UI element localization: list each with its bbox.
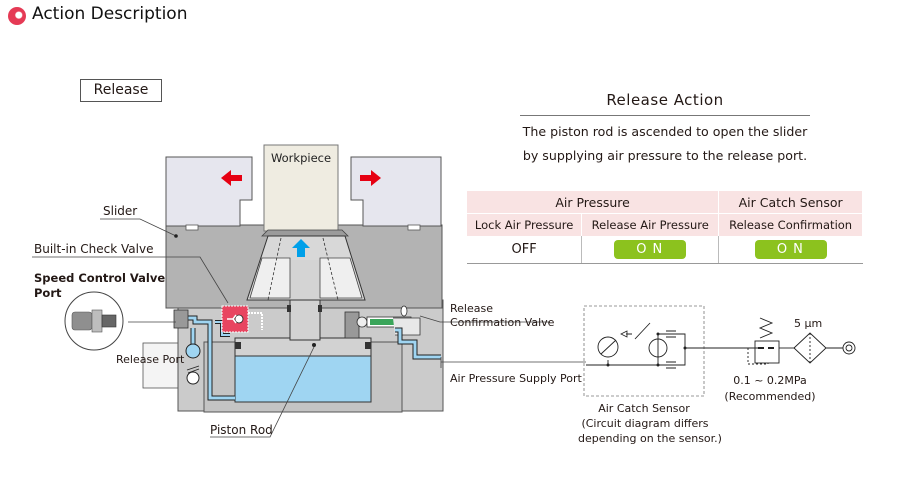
record-bullet-icon	[8, 7, 26, 25]
workpiece-label: Workpiece	[271, 151, 331, 165]
description-line: The piston rod is ascended to open the s…	[522, 124, 808, 139]
taper-inner-left	[249, 257, 291, 299]
leader-check-valve	[32, 256, 229, 304]
slide-arrow-left	[221, 170, 242, 186]
workpiece	[263, 144, 339, 232]
piston-rod-stem	[289, 299, 321, 341]
description-line: by supplying air pressure to the release…	[522, 148, 808, 163]
mode-label: Release	[80, 79, 162, 102]
section-title: Action Description	[8, 4, 188, 25]
release-port-symbol	[185, 343, 201, 359]
release-action-title: Release Action	[606, 91, 724, 109]
on-status-badge: ON	[754, 240, 827, 259]
release-confirmation-value: ON	[718, 236, 863, 264]
air-source-symbol	[842, 341, 856, 355]
label-release-port: Release Port	[116, 353, 185, 366]
label-sensor-note-2: depending on the sensor.)	[578, 432, 722, 445]
column-header-release-confirmation: Release Confirmation	[718, 213, 863, 236]
label-release-conf-line2: Confirmation Valve	[450, 316, 555, 329]
table-column-header-row: Lock Air Pressure Release Air Pressure R…	[467, 213, 863, 236]
leader-slider	[100, 218, 177, 237]
workpiece-plate	[261, 229, 349, 237]
conf-valve-seat	[344, 311, 360, 339]
label-filter-rating: 5 μm	[794, 317, 823, 330]
label-pressure-range: 0.1 ~ 0.2MPa	[733, 374, 807, 387]
label-air-catch-sensor: Air Catch Sensor	[598, 402, 690, 415]
slider-left	[165, 156, 253, 227]
label-speed-control-line2: Port	[34, 286, 62, 300]
air-up-arrow	[292, 239, 310, 257]
label-piston-rod: Piston Rod	[210, 423, 273, 437]
release-port-plug	[186, 371, 200, 385]
lock-air-value: OFF	[467, 236, 582, 264]
label-slider: Slider	[103, 204, 138, 218]
table-row: OFF ON ON	[467, 236, 863, 264]
table-group-header-row: Air Pressure Air Catch Sensor	[467, 191, 863, 214]
group-header-air-pressure: Air Pressure	[467, 191, 720, 214]
label-speed-control-line1: Speed Control Valve	[34, 271, 166, 285]
regulator-symbol	[754, 340, 780, 364]
sensor-circle-symbol	[648, 338, 668, 358]
slider-right	[350, 156, 442, 227]
label-check-valve: Built-in Check Valve	[34, 242, 154, 256]
status-table: Air Pressure Air Catch Sensor Lock Air P…	[467, 191, 863, 264]
slide-arrow-right	[360, 170, 381, 186]
label-pressure-note: (Recommended)	[724, 390, 816, 403]
speed-control-port-fitting	[173, 309, 189, 329]
on-status-badge: ON	[614, 240, 687, 259]
leader-piston-rod	[210, 346, 315, 438]
release-action-description: The piston rod is ascended to open the s…	[520, 120, 810, 168]
piston-head	[234, 337, 372, 357]
label-supply-port: Air Pressure Supply Port	[450, 372, 582, 385]
group-header-air-catch-sensor: Air Catch Sensor	[718, 191, 863, 214]
slider-notch-right	[407, 224, 421, 231]
leader-release-conf	[419, 315, 550, 323]
air-chamber	[234, 355, 372, 403]
column-header-release-air: Release Air Pressure	[581, 213, 720, 236]
off-status: OFF	[511, 242, 537, 257]
slider-notch-left	[185, 224, 199, 231]
section-title-text: Action Description	[32, 4, 188, 24]
label-sensor-note-1: (Circuit diagram differs	[581, 417, 709, 430]
column-header-lock-air: Lock Air Pressure	[467, 213, 583, 236]
pressure-gauge-symbol	[597, 336, 619, 358]
title-divider	[520, 115, 810, 116]
release-air-value: ON	[581, 236, 719, 264]
air-catch-sensor-box	[583, 305, 705, 397]
label-release-conf-line1: Release	[450, 302, 493, 315]
